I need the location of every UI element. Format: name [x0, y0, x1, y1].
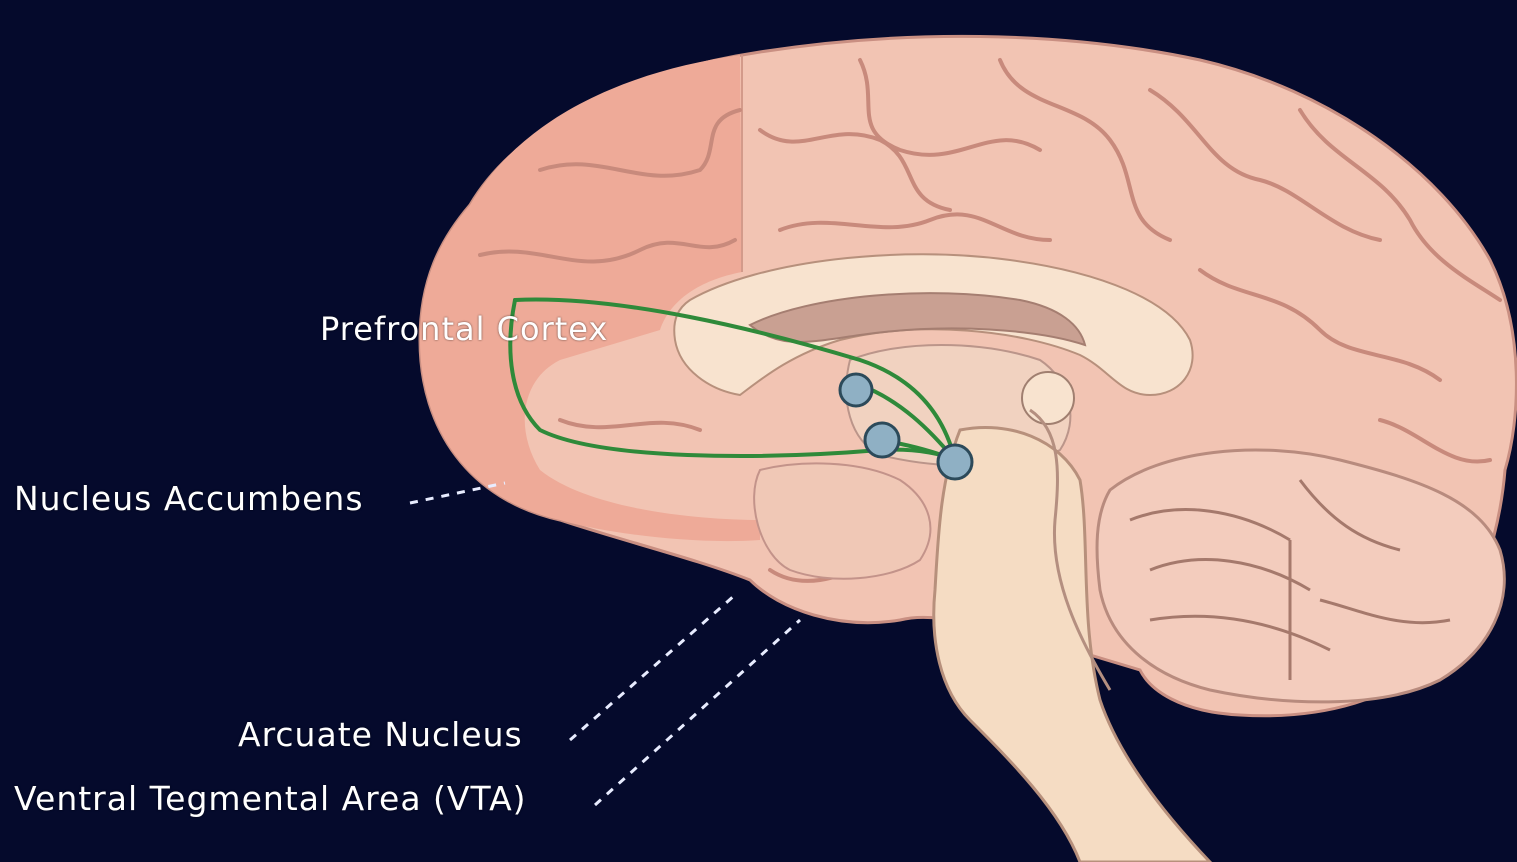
node-nucleus-accumbens: [865, 423, 899, 457]
leader-vta: [595, 620, 800, 805]
label-prefrontal-cortex: Prefrontal Cortex: [320, 313, 608, 345]
node-vta: [938, 445, 972, 479]
leader-nucleus-accumbens: [410, 483, 505, 503]
label-nucleus-accumbens: Nucleus Accumbens: [14, 482, 364, 515]
label-arcuate-nucleus: Arcuate Nucleus: [238, 718, 523, 751]
leader-arcuate-nucleus: [570, 595, 735, 740]
node-pfc-projection: [840, 374, 872, 406]
pineal-gland: [1022, 372, 1074, 424]
label-ventral-tegmental-area: Ventral Tegmental Area (VTA): [14, 782, 527, 815]
